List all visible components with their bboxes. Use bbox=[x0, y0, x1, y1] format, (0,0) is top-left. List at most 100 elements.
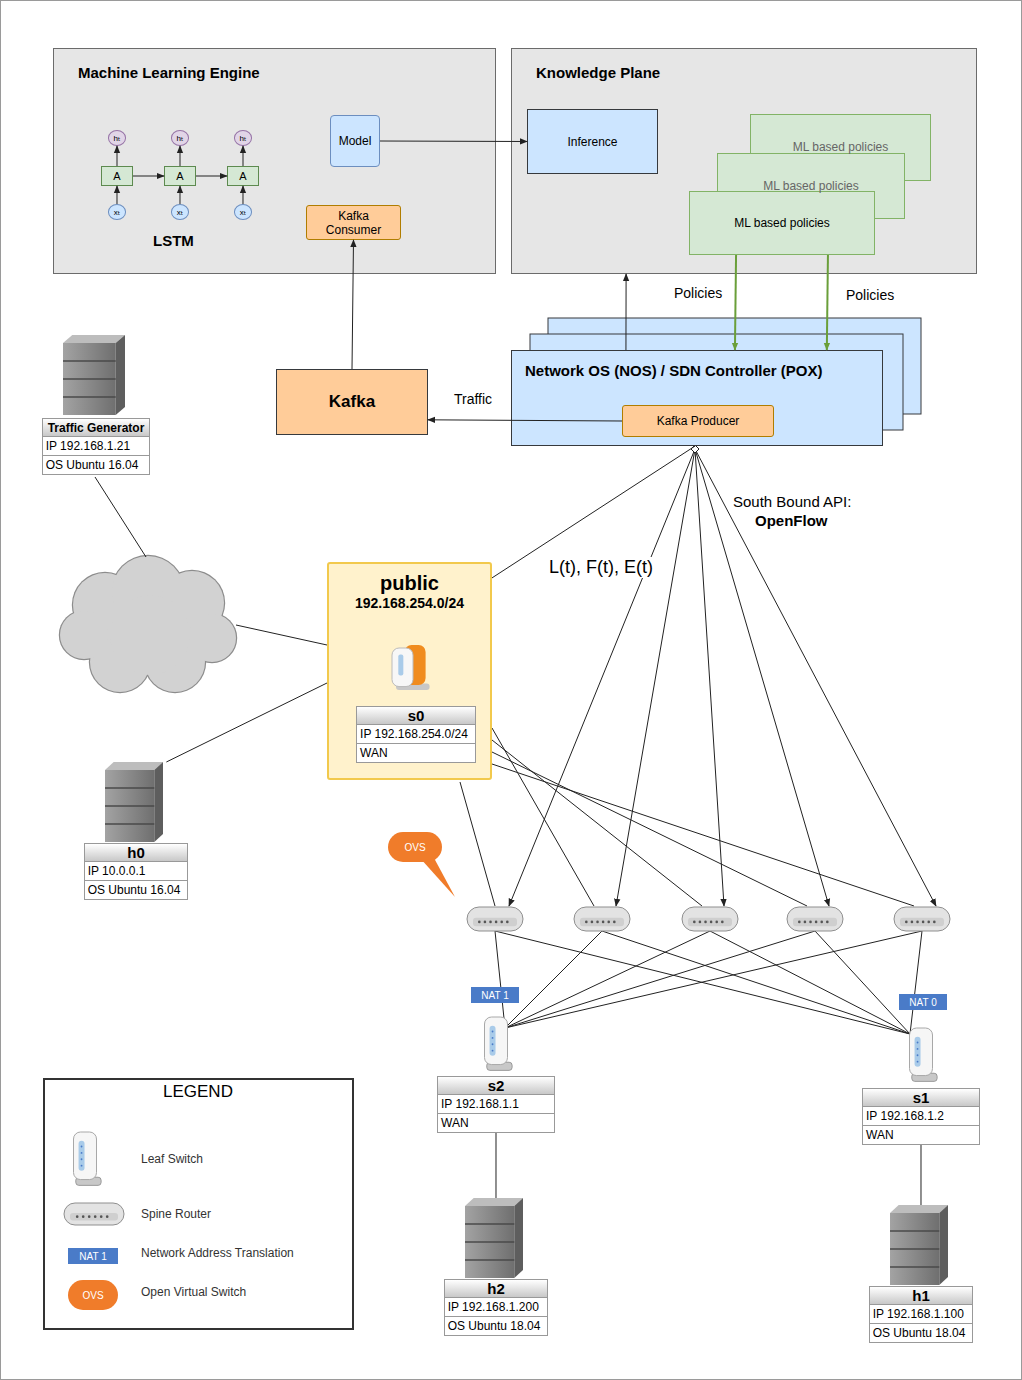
server-top bbox=[890, 1205, 948, 1213]
server-slat bbox=[890, 1266, 939, 1268]
public-box: public192.168.254.0/24s0IP 192.168.254.0… bbox=[327, 562, 492, 780]
callout-pointer bbox=[420, 858, 455, 897]
cloud-fill bbox=[60, 611, 108, 659]
legend-sample-text: OVS bbox=[68, 1280, 118, 1310]
lstm-cell: A bbox=[227, 166, 259, 186]
spine-face bbox=[900, 918, 944, 926]
connector bbox=[243, 146, 244, 166]
spine-port bbox=[798, 921, 801, 924]
connector bbox=[166, 683, 327, 762]
server-side bbox=[939, 1205, 948, 1285]
legend-text: Spine Router bbox=[141, 1207, 211, 1221]
edge-label: L(t), F(t), E(t) bbox=[547, 557, 655, 578]
output-circle: hₜ bbox=[108, 130, 127, 146]
fabric-line bbox=[815, 931, 910, 1034]
spine-body bbox=[574, 907, 630, 931]
node-icon bbox=[437, 1015, 555, 1079]
spine-port bbox=[916, 921, 919, 924]
spine-port bbox=[596, 921, 599, 924]
server-side bbox=[514, 1198, 523, 1278]
fabric-line bbox=[602, 931, 910, 1034]
node-title: Machine Learning Engine bbox=[78, 64, 495, 81]
engine-panel: Machine Learning EngineAAAhₜhₜhₜxₜxₜxₜMo… bbox=[53, 48, 496, 274]
link-line bbox=[95, 477, 146, 557]
spine-port bbox=[484, 921, 487, 924]
connector bbox=[242, 186, 243, 204]
node-title: OVS bbox=[404, 842, 425, 853]
lstm-cell: A bbox=[101, 166, 133, 186]
table-row: IP 192.168.1.100 bbox=[869, 1305, 974, 1324]
node-icon bbox=[869, 1205, 969, 1289]
connector bbox=[735, 255, 736, 350]
spine-port bbox=[613, 921, 616, 924]
controller-box: Network OS (NOS) / SDN Controller (POX)K… bbox=[511, 350, 883, 446]
server-slat bbox=[105, 823, 154, 825]
connector bbox=[133, 176, 164, 177]
connector bbox=[117, 146, 118, 166]
leaf-body bbox=[910, 1028, 933, 1076]
table-row: IP 192.168.1.2 bbox=[862, 1107, 980, 1126]
spine-port bbox=[489, 921, 492, 924]
output-circle: hₜ bbox=[171, 130, 190, 146]
leaf-switch: s1IP 192.168.1.2WAN bbox=[862, 1025, 980, 1145]
leaf-led bbox=[492, 1037, 494, 1039]
openflow-line bbox=[695, 449, 936, 906]
output-circle: hₜ bbox=[234, 130, 253, 146]
table-row: OS Ubuntu 16.04 bbox=[84, 881, 189, 900]
spine-port bbox=[591, 921, 594, 924]
lstm-cell: A bbox=[164, 166, 196, 186]
caption-label: LSTM bbox=[153, 232, 194, 249]
spine-router bbox=[682, 907, 738, 931]
spine-face bbox=[70, 1213, 118, 1221]
server-front bbox=[105, 770, 154, 842]
server-top bbox=[63, 335, 125, 343]
spine-router bbox=[787, 907, 843, 931]
legend-text: Open Virtual Switch bbox=[141, 1285, 246, 1299]
node-title: A bbox=[113, 170, 120, 182]
leaf-led bbox=[492, 1043, 494, 1045]
connector bbox=[196, 176, 227, 177]
fabric-line bbox=[505, 931, 922, 1028]
node-icon bbox=[84, 762, 184, 846]
spine-body bbox=[894, 907, 950, 931]
server-top bbox=[105, 762, 163, 770]
kafka-box: Kafka bbox=[276, 369, 428, 435]
spine-port bbox=[106, 1215, 109, 1218]
spine-face bbox=[793, 918, 837, 926]
spine-router-sample bbox=[64, 1203, 124, 1225]
uplink-line bbox=[492, 752, 807, 906]
node-title: A bbox=[239, 170, 246, 182]
spine-port bbox=[911, 921, 914, 924]
table-row: IP 192.168.254.0/24 bbox=[356, 725, 476, 744]
uplink-line bbox=[492, 740, 702, 906]
server-front bbox=[890, 1213, 939, 1285]
inference-box: Inference bbox=[527, 109, 658, 174]
server-slat bbox=[890, 1248, 939, 1250]
spine-port bbox=[905, 921, 908, 924]
node-title: Network OS (NOS) / SDN Controller (POX) bbox=[525, 362, 825, 379]
spine-port bbox=[699, 921, 702, 924]
server-slat bbox=[105, 805, 154, 807]
spine-port bbox=[927, 921, 930, 924]
node-title: xₜ bbox=[114, 208, 120, 217]
leaf-led bbox=[917, 1054, 919, 1056]
spine-port bbox=[710, 921, 713, 924]
spine-port bbox=[804, 921, 807, 924]
spine-body bbox=[467, 907, 523, 931]
uplink-line bbox=[492, 764, 914, 906]
fabric-line bbox=[505, 931, 815, 1028]
fabric-line bbox=[505, 931, 602, 1028]
table-row: IP 10.0.0.1 bbox=[84, 862, 189, 881]
legend-text: Leaf Switch bbox=[141, 1152, 203, 1166]
spine-port bbox=[704, 921, 707, 924]
connector bbox=[352, 240, 354, 369]
leaf-led bbox=[492, 1031, 494, 1033]
connector bbox=[492, 446, 695, 578]
legend-title: LEGEND bbox=[163, 1082, 233, 1102]
legend-box bbox=[44, 1079, 353, 1329]
spine-body bbox=[64, 1203, 124, 1225]
server-slat bbox=[63, 396, 116, 398]
connector bbox=[380, 141, 527, 143]
node-icon bbox=[862, 1025, 980, 1090]
